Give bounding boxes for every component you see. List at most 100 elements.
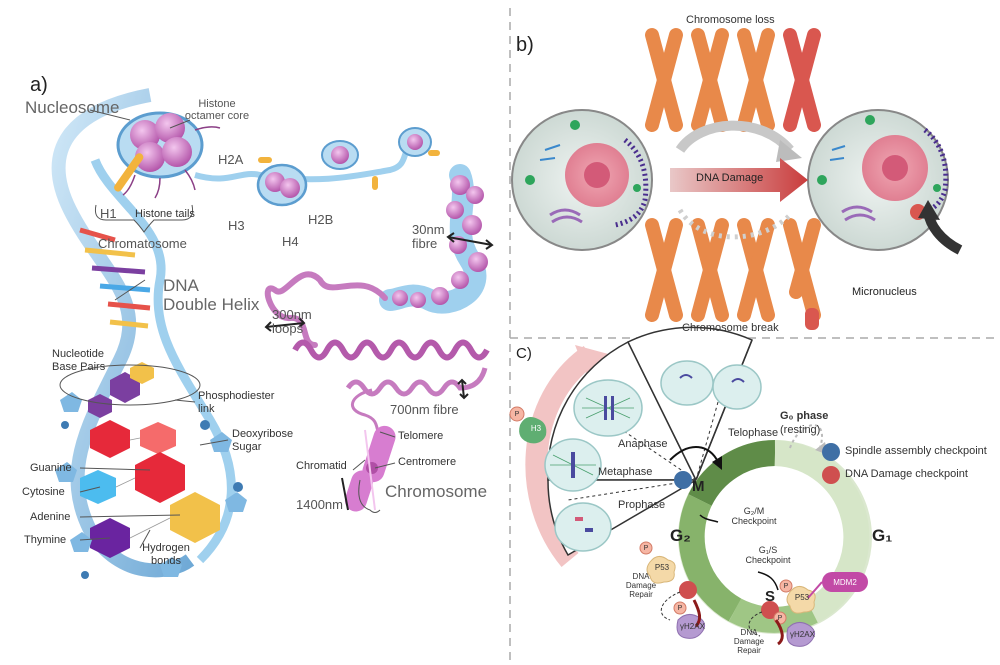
label-m: M — [692, 478, 705, 495]
label-s: S — [765, 588, 776, 605]
fibre-700nm-lower — [345, 367, 488, 397]
fibre-700nm-upper — [292, 339, 490, 361]
label-phosphodiester: Phosphodiester link — [198, 390, 275, 415]
linker-dna — [194, 137, 417, 183]
arrow-to-m — [669, 446, 719, 463]
upper-gray-arrow — [675, 120, 794, 154]
spindle-checkpoint-dot — [674, 471, 692, 489]
panel-a-letter: a) — [30, 74, 48, 96]
nucleosome-chain — [256, 127, 440, 207]
label-g1: G₁ — [872, 526, 893, 545]
label-p-h3: P — [514, 411, 520, 418]
sugar-units — [55, 392, 247, 577]
label-p-p53-left: P — [643, 545, 649, 552]
label-chromosome: Chromosome — [385, 482, 488, 501]
label-dna-damage: DNA Damage — [696, 172, 764, 184]
label-h1: H1 — [100, 206, 117, 221]
label-p-gh2ax-right: P — [777, 615, 783, 622]
legend-spindle-label: Spindle assembly checkpoint — [845, 445, 987, 457]
label-histone-core: Histone octamer core — [184, 98, 250, 122]
label-cytosine: Cytosine — [22, 486, 65, 498]
cell-left — [511, 109, 653, 251]
label-mdm2: MDM2 — [833, 578, 857, 587]
label-gh2ax-right: γH2AX — [790, 630, 815, 639]
label-h3: H3 — [228, 218, 245, 233]
legend-damage-dot — [822, 466, 840, 484]
thirty-nm-fibre — [379, 164, 488, 314]
label-dna-repair-right: DNA Damage Repair — [733, 628, 765, 655]
panel-c — [509, 326, 872, 647]
phosphate-balls — [61, 420, 243, 579]
label-h4: H4 — [282, 234, 299, 249]
label-centromere: Centromere — [398, 456, 457, 468]
hydrogen-bond-lines — [115, 437, 171, 539]
label-300nm-loops: 300nm loops — [272, 307, 312, 336]
label-micronucleus: Micronucleus — [852, 286, 917, 298]
label-g2: G₂ — [670, 526, 691, 545]
ring-g2 — [678, 494, 742, 622]
label-dna-repair-left: DNA Damage Repair — [625, 572, 657, 599]
measure-arrows — [264, 232, 494, 511]
gh2ax-blobs — [676, 614, 816, 647]
label-gh2ax-left: γH2AX — [680, 622, 705, 631]
label-prophase: Prophase — [618, 499, 666, 511]
mdm2-pill — [822, 572, 868, 592]
label-h2a: H2A — [218, 152, 244, 167]
panel-c-letter: C) — [516, 345, 532, 362]
label-chromosome-break: Chromosome break — [682, 322, 779, 334]
label-700nm-fibre: 700nm fibre — [390, 402, 459, 417]
label-telomere: Telomere — [398, 430, 444, 442]
legend-spindle-dot — [822, 443, 840, 461]
label-h2b: H2B — [308, 212, 334, 227]
label-chromatid: Chromatid — [296, 460, 347, 472]
g0-loop — [789, 424, 823, 449]
label-hydrogen-bonds: Hydrogen bonds — [142, 542, 190, 567]
loops-300nm — [264, 271, 388, 348]
dna-damage-arrow — [670, 158, 808, 202]
label-nucleotide: Nucleotide Base Pairs — [52, 348, 106, 373]
label-p-p53-right: P — [783, 583, 789, 590]
h3-blob — [519, 417, 547, 444]
panel-b — [511, 28, 963, 330]
pointer-lines — [79, 109, 396, 549]
label-anaphase: Anaphase — [618, 438, 668, 450]
ring-s — [728, 598, 818, 633]
label-p53-right: P53 — [794, 593, 810, 602]
label-thymine: Thymine — [24, 534, 67, 546]
label-metaphase: Metaphase — [598, 466, 653, 478]
dna-strand-2 — [90, 158, 236, 564]
label-nucleosome: Nucleosome — [25, 98, 120, 117]
top-chromosomes — [645, 28, 821, 132]
ring-m — [688, 440, 776, 507]
helix-base-pairs — [79, 227, 151, 329]
cell-right — [807, 109, 949, 251]
panel-b-letter: b) — [516, 34, 534, 56]
p-circles — [509, 406, 793, 625]
panel-a — [51, 88, 494, 579]
label-deoxyribose: Deoxyribose Sugar — [232, 428, 294, 453]
damage-checkpoint-g2 — [679, 581, 697, 599]
bottom-chromosomes — [645, 218, 821, 330]
label-adenine: Adenine — [30, 511, 71, 523]
damage-checkpoint-g1 — [761, 601, 779, 619]
pink-curved-arrow — [525, 345, 597, 568]
label-chromosome-loss: Chromosome loss — [686, 14, 775, 26]
chromatid-marks — [571, 374, 745, 532]
p53-blobs — [646, 556, 816, 614]
label-1400nm: 1400nm — [296, 497, 343, 512]
label-g1s-checkpoint: G₁/S Checkpoint — [745, 545, 791, 565]
nucleotide-ellipse — [59, 364, 201, 406]
label-histone-tails: Histone tails — [135, 208, 195, 220]
label-telophase: Telophase — [728, 427, 779, 439]
label-guanine: Guanine — [30, 462, 72, 474]
label-p-gh2ax-left: P — [677, 605, 683, 612]
main-nucleosome — [114, 111, 221, 199]
label-g2m-checkpoint: G₂/M Checkpoint — [731, 506, 777, 526]
label-p53-left: P53 — [654, 563, 670, 572]
label-g0-phase: G₀ phase — [780, 410, 829, 422]
label-dna-double-helix: DNA Double Helix — [163, 276, 260, 314]
label-resting: (resting) — [780, 424, 821, 436]
legend-damage-label: DNA Damage checkpoint — [845, 468, 968, 480]
label-chromatosome: Chromatosome — [98, 236, 187, 251]
